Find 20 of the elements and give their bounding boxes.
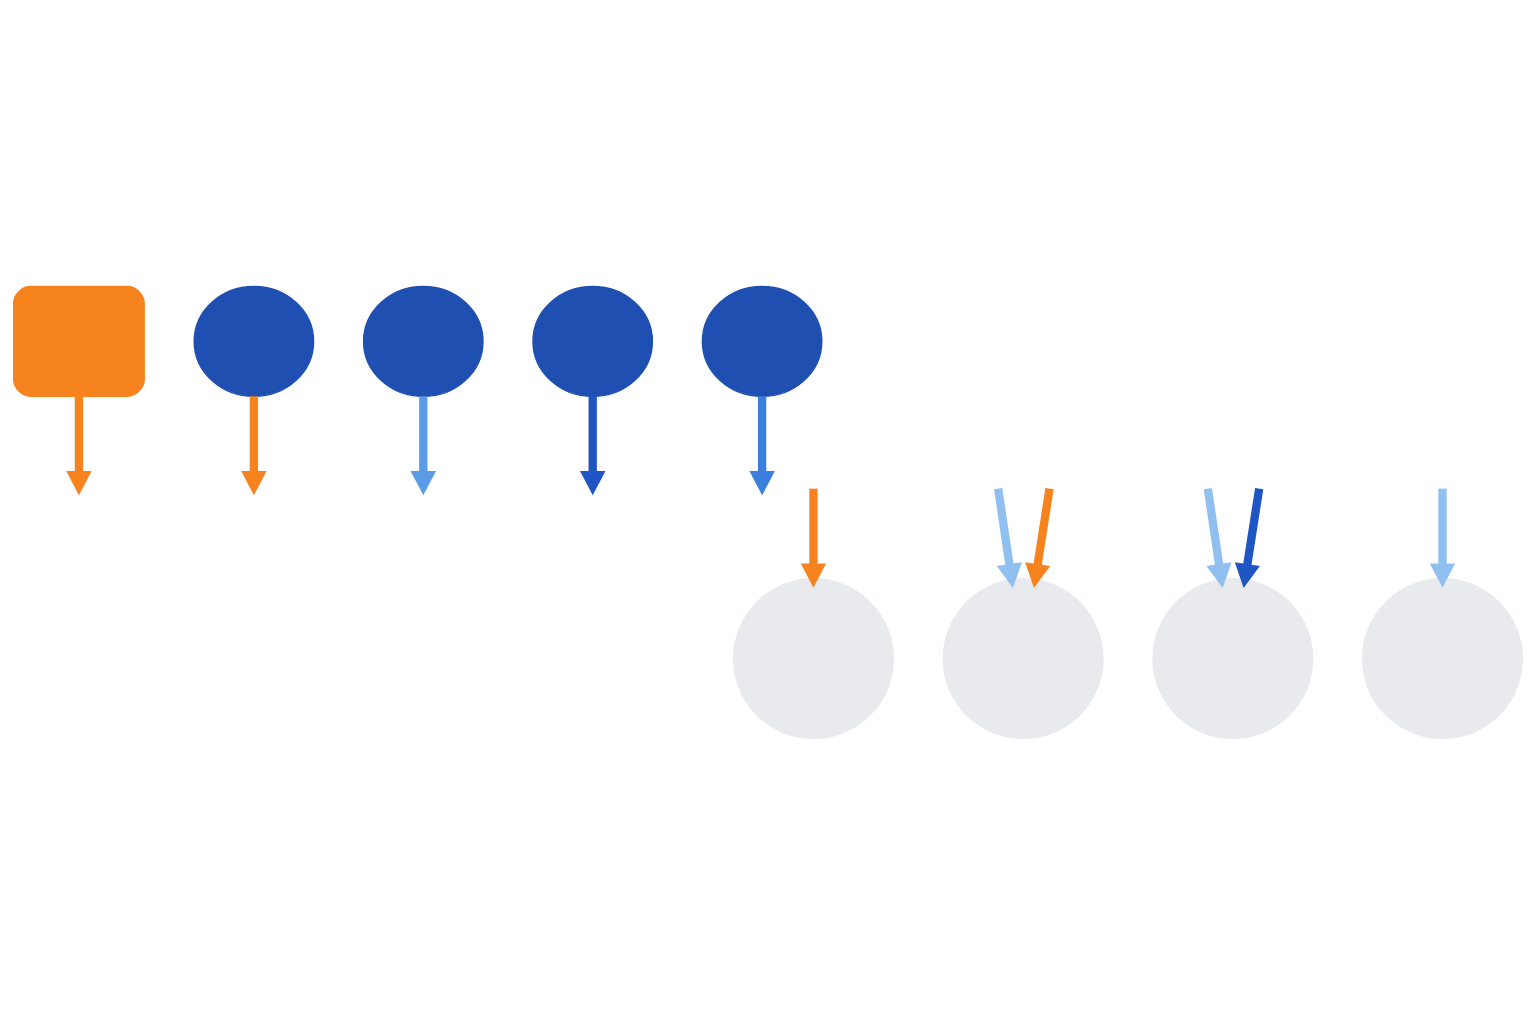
arrow [1429,488,1456,588]
node-circle [1152,577,1314,739]
arrow [579,395,606,495]
arrow [1203,487,1232,588]
arrow [1234,487,1264,588]
node-box [12,285,145,397]
arrow [241,395,267,495]
arrow [410,395,436,495]
arrow [994,487,1022,588]
arrow [66,395,92,495]
arrow [800,488,827,588]
node-person [362,285,484,397]
node-person [532,285,654,397]
node-circle [732,577,894,739]
node-person [193,285,315,397]
node-circle [942,577,1104,739]
arrow [1025,487,1054,588]
arrow [749,395,775,495]
node-circle [1361,577,1524,739]
node-person [701,285,823,397]
